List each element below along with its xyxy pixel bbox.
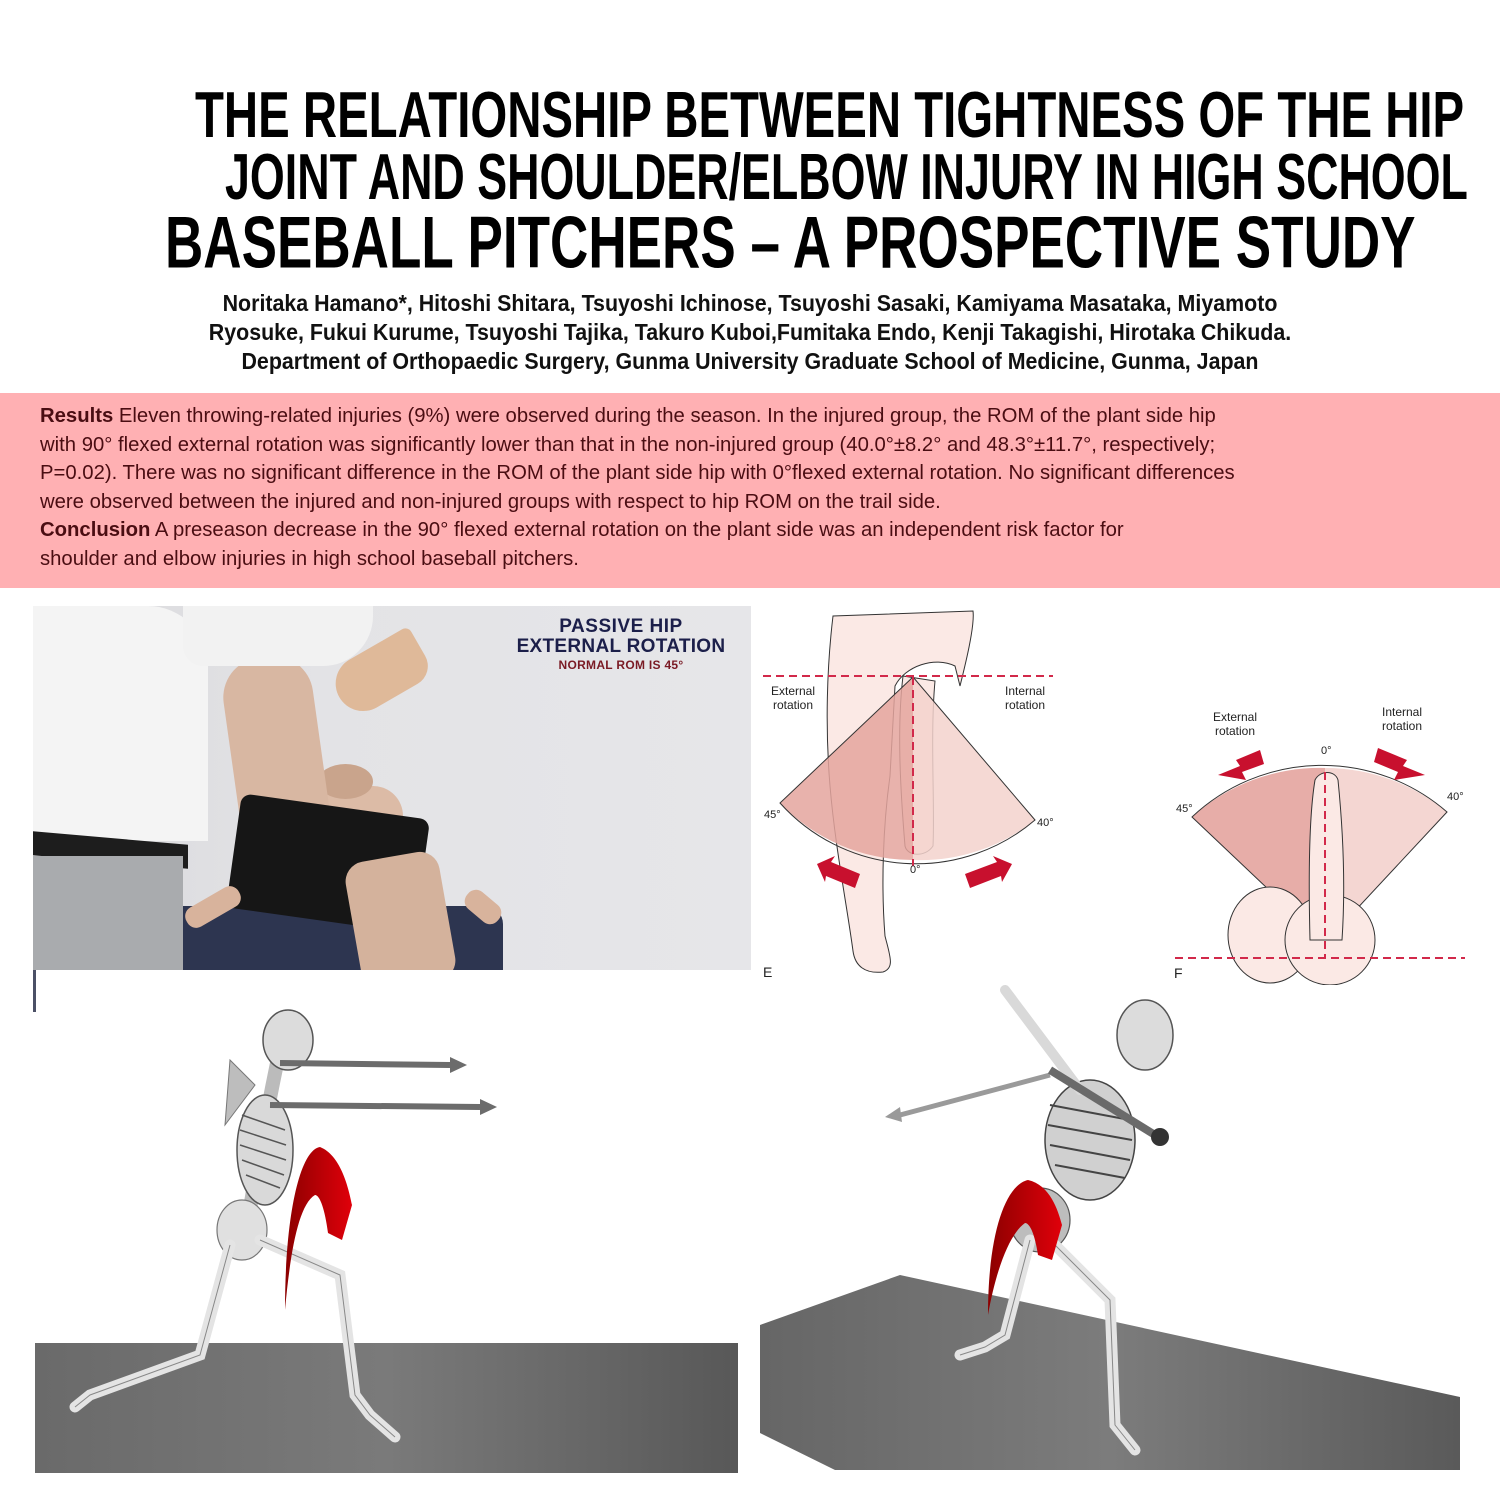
photo-edge: [33, 970, 36, 1012]
diagram-f-40-deg: 40°: [1447, 791, 1464, 803]
skeleton-release-graphic: [760, 985, 1460, 1470]
diagram-f-0-deg: 0°: [1321, 745, 1332, 757]
hip-rotation-photo: PASSIVE HIP EXTERNAL ROTATION NORMAL ROM…: [33, 606, 751, 970]
skeleton-stride-graphic: [35, 1009, 738, 1473]
conclusion-heading: Conclusion: [40, 519, 151, 542]
results-heading: Results: [40, 405, 114, 427]
diagram-e-letter: E: [763, 964, 773, 980]
diagram-f-45-deg: 45°: [1176, 803, 1193, 815]
diagram-f-external-label: External rotation: [1212, 710, 1258, 738]
results-line-3: P=0.02). There was no significant differ…: [40, 462, 1235, 485]
title-line-1: THE RELATIONSHIP BETWEEN TIGHTNESS OF TH…: [195, 77, 1465, 152]
diagram-e-external-label: External rotation: [770, 684, 816, 712]
diagram-e-45-deg: 45°: [764, 809, 781, 821]
caption-line-2: EXTERNAL ROTATION: [516, 636, 726, 657]
diagram-f-graphic: [1175, 748, 1465, 985]
photo-caption: PASSIVE HIP EXTERNAL ROTATION NORMAL ROM…: [491, 617, 751, 673]
title-line-3: BASEBALL PITCHERS – A PROSPECTIVE STUDY: [165, 201, 1416, 284]
conclusion-line-1: Conclusion A preseason decrease in the 9…: [40, 519, 1124, 542]
pitching-skeleton-stride: [30, 975, 750, 1500]
diagram-e-prone-rotation: External rotation Internal rotation 45° …: [755, 606, 1075, 986]
affiliation: Department of Orthopaedic Surgery, Gunma…: [241, 348, 1259, 374]
author-line-2: Ryosuke, Fukui Kurume, Tsuyoshi Tajika, …: [208, 319, 1292, 345]
patient-straight-leg: [342, 848, 459, 970]
diagram-e-graphic: [763, 610, 1053, 973]
title-line-2: JOINT AND SHOULDER/ELBOW INJURY IN HIGH …: [225, 139, 1468, 214]
diagram-f-supine-rotation: External rotation Internal rotation 45° …: [1160, 700, 1480, 985]
results-line-2: with 90° flexed external rotation was si…: [40, 433, 1216, 456]
abstract-panel: Results Eleven throwing-related injuries…: [0, 393, 1500, 588]
results-line-4: were observed between the injured and no…: [40, 490, 941, 513]
examiner-shirt: [33, 606, 208, 841]
author-block: Noritaka Hamano*, Hitoshi Shitara, Tsuyo…: [0, 289, 1500, 376]
diagram-f-letter: F: [1174, 965, 1183, 981]
diagram-e-internal-label: Internal rotation: [1004, 684, 1046, 712]
diagram-f-internal-label: Internal rotation: [1381, 705, 1423, 733]
author-line-1: Noritaka Hamano*, Hitoshi Shitara, Tsuyo…: [222, 290, 1278, 316]
poster-title: THE RELATIONSHIP BETWEEN TIGHTNESS OF TH…: [0, 77, 1500, 279]
caption-line-1: PASSIVE HIP: [559, 616, 683, 637]
examiner-arm: [183, 606, 373, 666]
caption-line-3: NORMAL ROM IS 45°: [558, 658, 684, 672]
results-line-1: Results Eleven throwing-related injuries…: [40, 405, 1216, 427]
conclusion-line-2: shoulder and elbow injuries in high scho…: [40, 547, 579, 570]
diagram-e-0-deg: 0°: [910, 864, 921, 876]
examiner-pants: [33, 856, 183, 970]
pitching-skeleton-release: [750, 975, 1500, 1500]
diagram-e-40-deg: 40°: [1037, 817, 1054, 829]
